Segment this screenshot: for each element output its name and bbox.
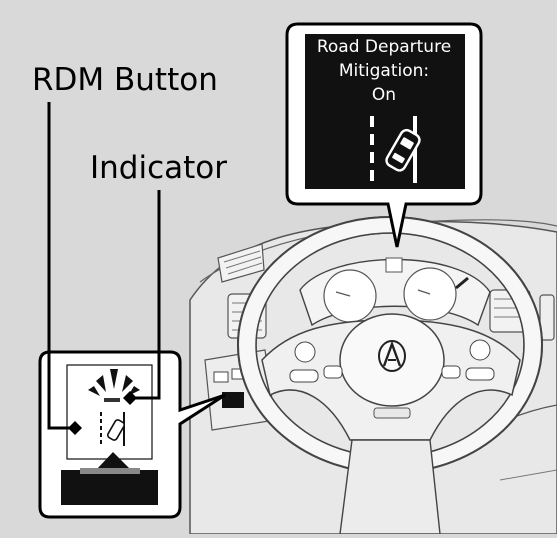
button-callout [38, 350, 226, 519]
rdm-button-location [222, 392, 244, 408]
right-spoke-buttons [441, 339, 495, 381]
rdm-button-label: RDM Button [32, 62, 218, 98]
display-text-line-3: On [371, 85, 397, 105]
leader-lines [47, 102, 161, 435]
left-air-vent [217, 243, 265, 283]
indicator-leader [130, 190, 161, 400]
display-screen [305, 34, 465, 189]
button-press-arrow [61, 452, 158, 505]
lane-departure-icon [370, 116, 421, 183]
display-text-line-1: Road Departure [316, 37, 452, 57]
display-callout [285, 22, 483, 248]
rdm-button-housing [66, 364, 153, 460]
multi-info-display-location [385, 257, 403, 273]
indicator-label: Indicator [90, 150, 227, 186]
light-rays [88, 369, 140, 396]
rdm-button-leader [47, 102, 75, 430]
steering-wheel [237, 216, 543, 535]
indicator-light [104, 398, 120, 402]
acura-logo [378, 340, 406, 372]
display-text-line-2: Mitigation: [338, 61, 430, 81]
instrument-cluster [299, 257, 491, 327]
rdm-button-icon [100, 412, 126, 446]
left-spoke-buttons [289, 341, 343, 383]
